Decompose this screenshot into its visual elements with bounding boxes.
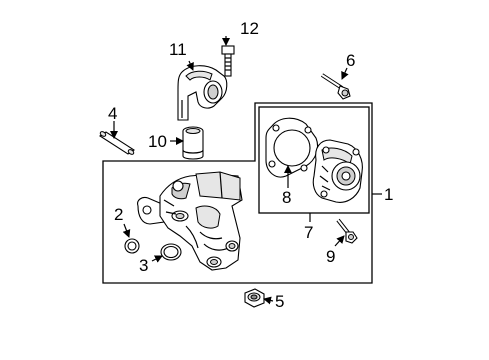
callout-4: 4: [108, 104, 117, 123]
leader-11: [186, 60, 194, 71]
callout-7: 7: [304, 223, 313, 242]
water-pump-part[interactable]: [312, 139, 363, 203]
leader-2: [122, 223, 131, 238]
callout-9: 9: [326, 247, 335, 266]
callout-1: 1: [384, 185, 393, 204]
callout-10: 10: [148, 132, 167, 151]
callout-8: 8: [282, 188, 291, 207]
leader-5: [263, 296, 274, 305]
o-ring-2-part[interactable]: [124, 238, 140, 254]
water-outlet-housing-part[interactable]: [137, 171, 243, 271]
o-ring-3-part[interactable]: [160, 243, 182, 261]
bolt-12-part[interactable]: [221, 45, 235, 77]
callout-3: 3: [139, 256, 148, 275]
bolt-9-part[interactable]: [336, 218, 358, 244]
leader-3: [151, 255, 163, 263]
thermostat-housing-part[interactable]: [177, 65, 228, 121]
bolt-6-part[interactable]: [320, 73, 351, 100]
pump-gasket-part[interactable]: [265, 117, 319, 178]
callout-11: 11: [169, 40, 187, 59]
callout-2: 2: [114, 205, 123, 224]
hose-connector-part[interactable]: [182, 126, 204, 160]
leader-6: [341, 67, 349, 80]
callout-12: 12: [240, 19, 259, 38]
callout-6: 6: [346, 51, 355, 70]
callout-5: 5: [275, 292, 284, 311]
leader-9: [334, 235, 345, 247]
dowel-pin-part[interactable]: [98, 131, 136, 156]
nut-5-part[interactable]: [244, 288, 265, 308]
